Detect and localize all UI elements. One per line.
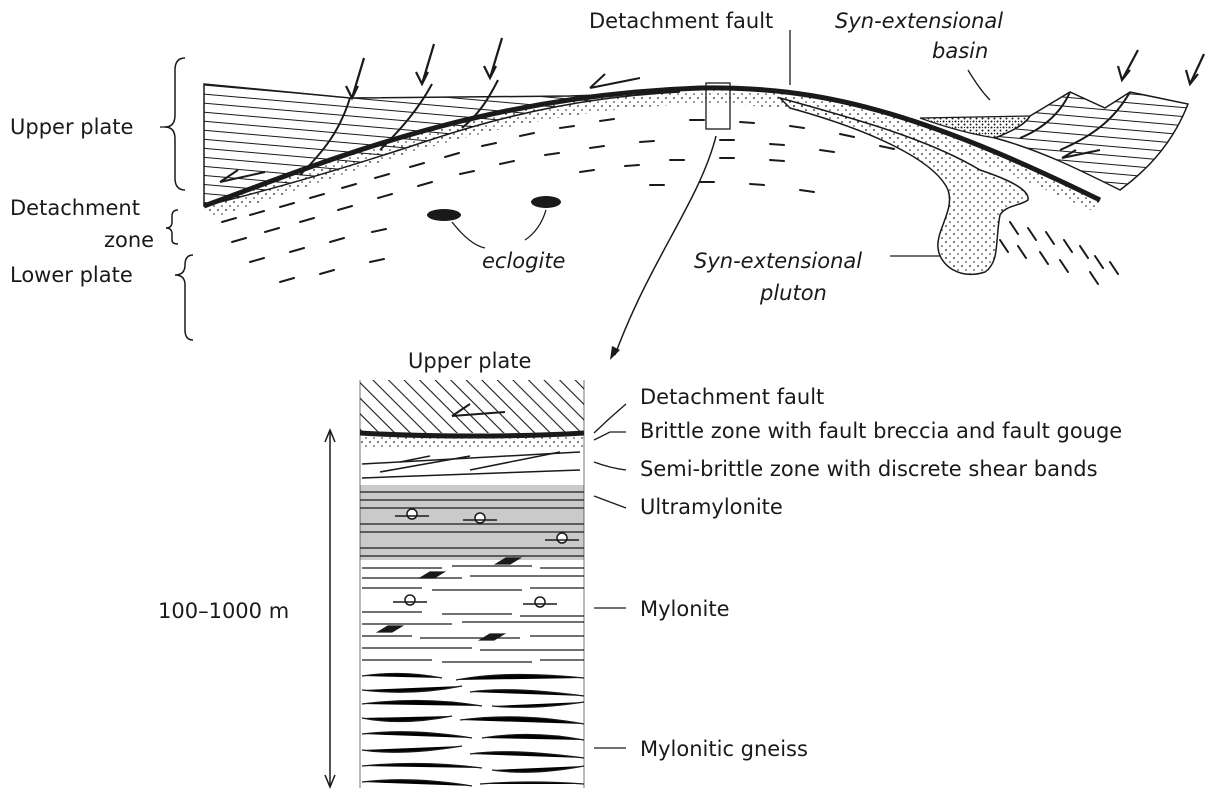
zone-label-detachment-fault: Detachment fault — [640, 385, 824, 409]
cross-section: Upper plate Detachment zone Lower plate … — [10, 9, 1204, 360]
label-column-upper-plate: Upper plate — [408, 349, 531, 373]
zone-leaders — [594, 404, 626, 748]
eclogite-lens-2 — [531, 196, 561, 208]
detachment-zone-brace — [166, 210, 178, 244]
zone-label-brittle: Brittle zone with fault breccia and faul… — [640, 419, 1122, 443]
zone-label-semi-brittle: Semi-brittle zone with discrete shear ba… — [640, 457, 1098, 481]
column-pointer-arrowhead — [610, 346, 620, 360]
label-thickness: 100–1000 m — [158, 599, 289, 623]
label-basin-1: Syn-extensional — [835, 9, 1003, 33]
lower-plate-brace — [175, 255, 193, 340]
column-detachment-fault — [360, 433, 584, 436]
column-semi-brittle-zone — [362, 452, 580, 478]
label-eclogite: eclogite — [482, 249, 565, 273]
label-upper-plate: Upper plate — [10, 115, 133, 139]
zone-label-ultramylonite: Ultramylonite — [640, 495, 783, 519]
thickness-arrow — [325, 430, 335, 787]
zone-label-mylonite: Mylonite — [640, 597, 730, 621]
upper-plate-brace — [165, 58, 185, 190]
label-pluton-1: Syn-extensional — [694, 249, 862, 273]
basin-leader — [968, 70, 990, 100]
label-detachment-fault: Detachment fault — [589, 9, 773, 33]
column-mylonite-foliation — [362, 558, 584, 786]
label-detachment-zone-2: zone — [104, 228, 154, 252]
column-upper-plate — [360, 380, 584, 433]
label-basin-2: basin — [932, 39, 988, 63]
column-ultramylonite — [360, 485, 584, 560]
eclogite-lens-1 — [427, 209, 461, 221]
label-pluton-2: pluton — [759, 281, 827, 305]
zone-label-mylonitic-gneiss: Mylonitic gneiss — [640, 737, 808, 761]
column-pointer-arrow — [615, 136, 716, 355]
eclogite-leader — [452, 210, 546, 248]
label-detachment-zone-1: Detachment — [10, 196, 140, 220]
column-brittle-zone — [360, 437, 584, 449]
label-lower-plate: Lower plate — [10, 263, 133, 287]
column-section: Upper plate — [158, 349, 1122, 788]
